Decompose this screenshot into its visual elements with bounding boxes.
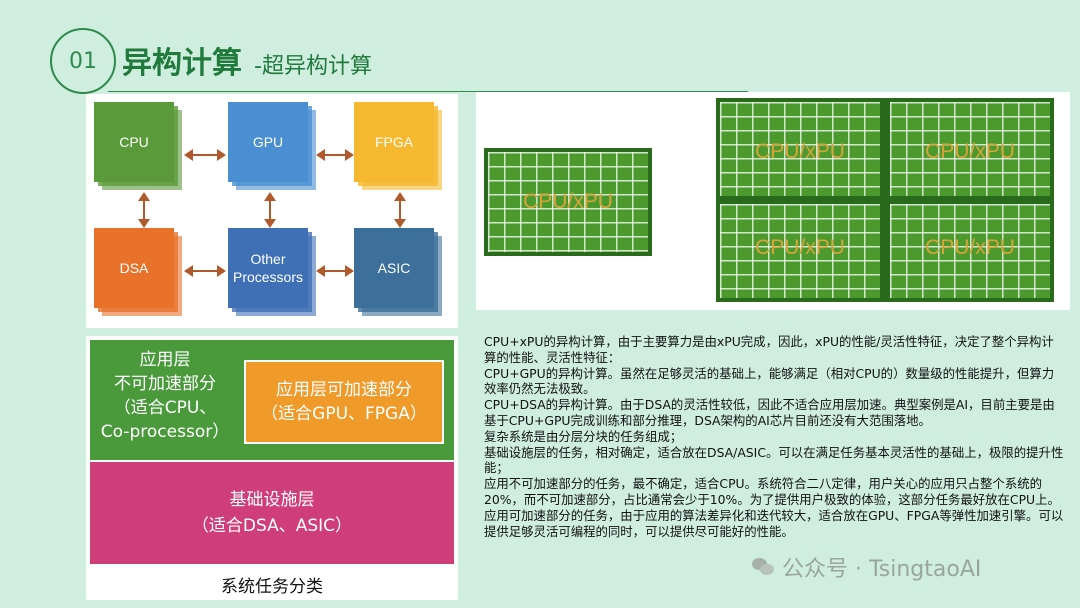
app-left-line-1: 应用层: [139, 350, 191, 370]
small-grid: CPU/xPU: [484, 148, 652, 256]
desc-paragraph: CPU+xPU的异构计算，由于主要算力是由xPU完成，因此，xPU的性能/灵活性…: [484, 334, 1054, 365]
large-grid-cell-1: CPU/xPU: [716, 98, 884, 200]
section-number-badge: 01: [50, 28, 116, 94]
app-left-line-4: Co-processor）: [100, 422, 230, 442]
large-grid-cell-4: CPU/xPU: [886, 200, 1054, 302]
desc-paragraph: 复杂系统是由分层分块的任务组成；: [484, 428, 683, 444]
chip-fpga: FPGA: [354, 102, 442, 192]
slide-header: 01 异构计算 -超异构计算: [50, 28, 750, 94]
arrow-fpga-asic: [394, 192, 406, 228]
app-accelerable: 应用层可加速部分 （适合GPU、FPGA）: [244, 360, 444, 444]
infra-line-1: 基础设施层: [229, 490, 315, 510]
app-left-line-2: 不可加速部分: [114, 374, 216, 394]
arrow-cpu-gpu: [184, 149, 226, 161]
large-grid-cell-3: CPU/xPU: [716, 200, 884, 302]
arrow-gpu-fpga: [316, 149, 354, 161]
task-diagram-caption: 系统任务分类: [221, 577, 323, 597]
chip-gpu-label: GPU: [228, 102, 308, 182]
title-underline: [108, 91, 748, 92]
slide-title: 异构计算: [122, 46, 242, 81]
desc-paragraph: 应用不可加速部分的任务，最不确定，适合CPU。系统符合二八定律，用户关心的应用只…: [484, 476, 1060, 507]
chip-other-processors: Other Processors: [228, 228, 316, 318]
chip-other-label: Other Processors: [228, 228, 308, 308]
infrastructure-layer: 基础设施层 （适合DSA、ASIC）: [90, 462, 454, 564]
desc-paragraph: 基础设施层的任务，相对确定，适合放在DSA/ASIC。可以在满足任务基本灵活性的…: [484, 444, 1064, 476]
large-grid: CPU/xPU CPU/xPU CPU/xPU CPU/xPU: [716, 98, 1054, 302]
arrow-dsa-other: [184, 265, 226, 277]
chip-cpu: CPU: [94, 102, 182, 192]
chip-fpga-label: FPGA: [354, 102, 434, 182]
small-grid-label: CPU/xPU: [523, 190, 613, 213]
arrow-cpu-dsa: [138, 192, 150, 228]
arrow-other-asic: [316, 265, 354, 277]
desc-paragraph: 应用可加速部分的任务，由于应用的算法差异化和迭代较大，适合放在GPU、FPGA等…: [484, 507, 1064, 539]
chip-asic: ASIC: [354, 228, 442, 318]
app-non-accelerable: 应用层 不可加速部分 （适合CPU、 Co-processor）: [90, 348, 240, 444]
task-classification-diagram: 应用层 不可加速部分 （适合CPU、 Co-processor） 应用层可加速部…: [86, 336, 458, 600]
desc-paragraph: CPU+GPU的异构计算。虽然在足够灵活的基础上，能够满足（相对CPU的）数量级…: [484, 365, 1055, 397]
watermark: 公众号 · TsingtaoAI: [752, 552, 1072, 582]
chip-dsa-label: DSA: [94, 228, 174, 308]
chip-cpu-label: CPU: [94, 102, 174, 182]
chip-dsa: DSA: [94, 228, 182, 318]
large-grid-label-4: CPU/xPU: [925, 236, 1015, 259]
cpu-xpu-grid-illustration: CPU/xPU CPU/xPU CPU/xPU CPU/xPU CPU/xPU: [476, 92, 1070, 310]
large-grid-label-2: CPU/xPU: [925, 140, 1015, 163]
arrow-gpu-other: [264, 192, 276, 228]
chip-asic-label: ASIC: [354, 228, 434, 308]
app-left-line-3: （适合CPU、: [113, 398, 217, 418]
large-grid-label-1: CPU/xPU: [755, 140, 845, 163]
application-layer: 应用层 不可加速部分 （适合CPU、 Co-processor） 应用层可加速部…: [90, 340, 454, 460]
app-right-line-1: 应用层可加速部分: [276, 380, 412, 400]
slide-subtitle: -超异构计算: [254, 54, 372, 79]
description-text: CPU+xPU的异构计算，由于主要算力是由xPU完成，因此，xPU的性能/灵活性…: [484, 334, 1064, 539]
large-grid-label-3: CPU/xPU: [755, 236, 845, 259]
wechat-icon: [752, 558, 774, 576]
infra-line-2: （适合DSA、ASIC）: [191, 516, 353, 536]
desc-paragraph: CPU+DSA的异构计算。由于DSA的灵活性较低，因此不适合应用层加速。典型案例…: [484, 397, 1055, 428]
section-number: 01: [69, 48, 97, 74]
chip-gpu: GPU: [228, 102, 316, 192]
watermark-text: 公众号 · TsingtaoAI: [782, 557, 982, 582]
heterogeneous-diagram: CPU GPU FPGA DSA Other Processors ASIC: [86, 94, 458, 328]
app-right-line-2: （适合GPU、FPGA）: [261, 404, 427, 424]
large-grid-cell-2: CPU/xPU: [886, 98, 1054, 200]
